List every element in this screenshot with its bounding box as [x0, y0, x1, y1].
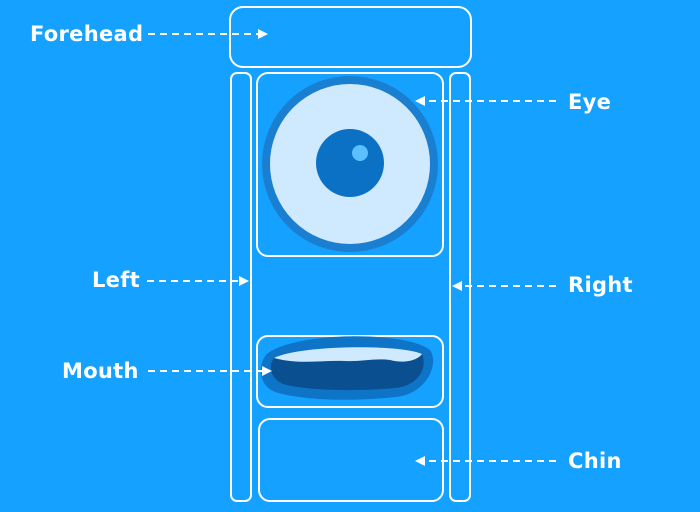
eye-highlight [352, 145, 368, 161]
eye-pupil [316, 129, 384, 197]
left-label: Left [92, 268, 140, 292]
left-bar [230, 72, 252, 502]
chin-box [258, 418, 444, 502]
eye-graphic [262, 76, 438, 252]
chin-label: Chin [568, 449, 622, 473]
eye-label: Eye [568, 90, 612, 114]
mouth-label: Mouth [62, 359, 139, 383]
mouth-graphic [260, 336, 434, 400]
eye-box [256, 72, 444, 257]
right-label: Right [568, 273, 633, 297]
forehead-box [229, 6, 472, 68]
forehead-label: Forehead [30, 22, 144, 46]
mouth-teeth [274, 347, 422, 362]
